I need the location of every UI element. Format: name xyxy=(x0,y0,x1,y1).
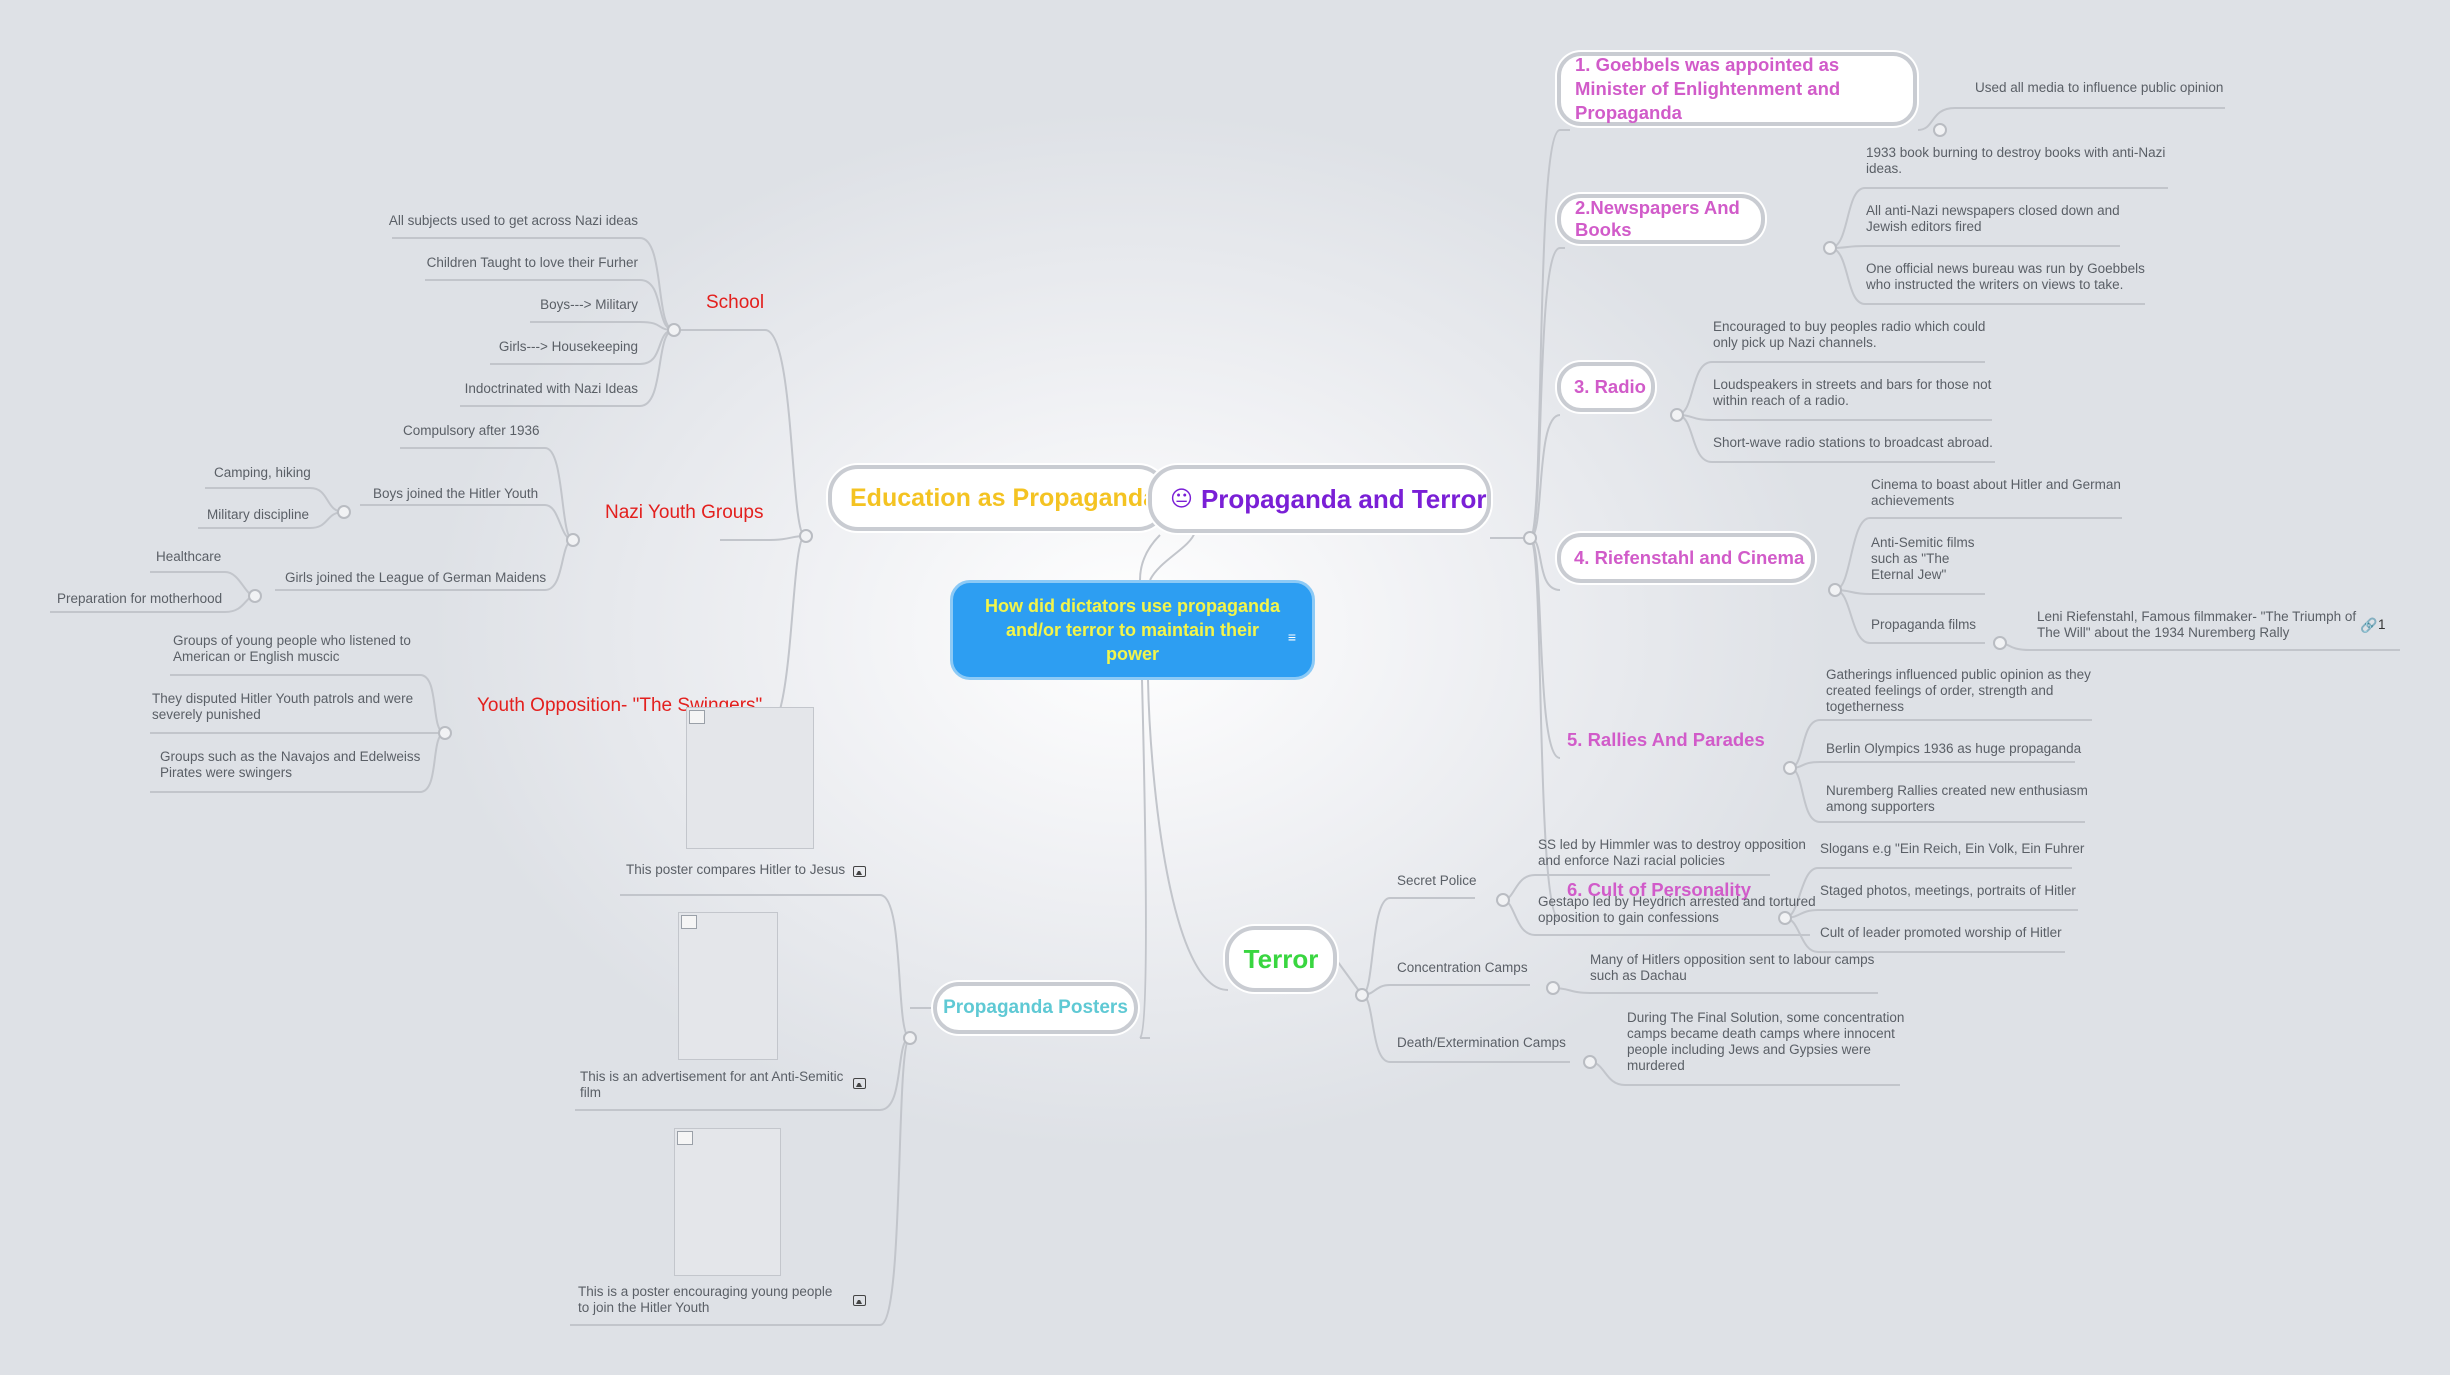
list-item[interactable]: Gestapo led by Heydrich arrested and tor… xyxy=(1538,894,1816,925)
topic-school[interactable]: School xyxy=(706,292,765,313)
image-icon[interactable] xyxy=(853,1295,866,1306)
list-item[interactable]: 1933 book burning to destroy books with … xyxy=(1866,145,2166,176)
list-item[interactable]: Military discipline xyxy=(207,507,310,522)
poster-caption[interactable]: This poster compares Hitler to Jesus xyxy=(626,862,846,877)
link-icon[interactable]: 🔗 xyxy=(2360,617,2378,633)
list-item[interactable]: Propaganda films xyxy=(1871,617,1977,632)
list-item[interactable]: Preparation for motherhood xyxy=(57,591,223,606)
topic-radio-label: 3. Radio xyxy=(1574,376,1646,397)
list-item[interactable]: Girls---> Housekeeping xyxy=(498,339,638,354)
list-item[interactable]: Cinema to boast about Hitler and German … xyxy=(1871,477,2121,508)
list-item[interactable]: Groups of young people who listened to A… xyxy=(173,633,411,664)
list-item[interactable]: Cult of leader promoted worship of Hitle… xyxy=(1820,925,2062,940)
node-education[interactable]: Education as Propaganda xyxy=(828,465,1168,531)
list-item[interactable]: All anti-Nazi newspapers closed down and… xyxy=(1866,203,2120,234)
list-item[interactable]: Many of Hitlers opposition sent to labou… xyxy=(1590,952,1875,983)
list-item[interactable]: During The Final Solution, some concentr… xyxy=(1627,1010,1905,1073)
poster-caption[interactable]: This is a poster encouraging young peopl… xyxy=(578,1284,833,1315)
node-propaganda-label: Propaganda and Terror xyxy=(1200,483,1487,514)
poster-image[interactable] xyxy=(686,707,814,849)
list-item[interactable]: They disputed Hitler Youth patrols and w… xyxy=(152,691,414,722)
node-terror[interactable]: Terror xyxy=(1225,926,1337,992)
link-count: 1 xyxy=(2378,617,2386,632)
node-propaganda[interactable]: 😐 Propaganda and Terror xyxy=(1148,465,1491,533)
note-icon[interactable]: ≡ xyxy=(1287,629,1296,645)
topic-radio[interactable]: 3. Radio xyxy=(1557,362,1655,412)
list-item[interactable]: Camping, hiking xyxy=(214,465,311,480)
list-item[interactable]: Loudspeakers in streets and bars for tho… xyxy=(1713,377,1992,408)
list-item[interactable]: Gatherings influenced public opinion as … xyxy=(1826,667,2091,714)
list-item[interactable]: Boys---> Military xyxy=(540,297,638,312)
list-item[interactable]: Encouraged to buy peoples radio which co… xyxy=(1713,319,1986,350)
list-item[interactable]: Leni Riefenstahl, Famous filmmaker- "The… xyxy=(2037,609,2357,640)
central-topic-title: How did dictators use propaganda and/or … xyxy=(984,596,1281,664)
topic-goebbels[interactable]: 1. Goebbels was appointed as Minister of… xyxy=(1557,52,1917,126)
topic-newspapers[interactable]: 2.Newspapers And Books xyxy=(1557,194,1765,244)
central-topic[interactable]: How did dictators use propaganda and/or … xyxy=(950,580,1315,680)
topic-riefenstahl[interactable]: 4. Riefenstahl and Cinema xyxy=(1557,533,1815,583)
list-item[interactable]: One official news bureau was run by Goeb… xyxy=(1866,261,2145,292)
list-item[interactable]: All subjects used to get across Nazi ide… xyxy=(388,213,638,228)
list-item[interactable]: Slogans e.g "Ein Reich, Ein Volk, Ein Fu… xyxy=(1820,841,2085,856)
node-education-label: Education as Propaganda xyxy=(850,483,1158,512)
list-item[interactable]: Staged photos, meetings, portraits of Hi… xyxy=(1820,883,2076,898)
list-item[interactable]: Indoctrinated with Nazi Ideas xyxy=(464,381,638,396)
poster-caption[interactable]: This is an advertisement for ant Anti-Se… xyxy=(580,1069,844,1100)
poster-image[interactable] xyxy=(674,1128,781,1276)
node-terror-label: Terror xyxy=(1243,943,1319,974)
node-posters[interactable]: Propaganda Posters xyxy=(933,982,1138,1034)
node-posters-label: Propaganda Posters xyxy=(943,997,1128,1018)
list-item[interactable]: Anti-Semitic films such as "The Eternal … xyxy=(1871,535,1975,582)
topic-youth-groups[interactable]: Nazi Youth Groups xyxy=(605,502,764,523)
list-item[interactable]: Used all media to influence public opini… xyxy=(1975,80,2224,95)
list-item[interactable]: Nuremberg Rallies created new enthusiasm… xyxy=(1826,783,2088,814)
topic-rallies[interactable]: 5. Rallies And Parades xyxy=(1567,729,1765,750)
topic-newspapers-label: 2.Newspapers And Books xyxy=(1575,197,1740,240)
list-item[interactable]: Berlin Olympics 1936 as huge propaganda xyxy=(1826,741,2082,756)
topic-goebbels-label: 1. Goebbels was appointed as Minister of… xyxy=(1575,54,1841,123)
image-icon[interactable] xyxy=(853,1078,866,1089)
list-item[interactable]: Girls joined the League of German Maiden… xyxy=(285,570,547,585)
topic-death-camps[interactable]: Death/Extermination Camps xyxy=(1397,1035,1566,1050)
image-icon[interactable] xyxy=(853,866,866,877)
topic-riefenstahl-label: 4. Riefenstahl and Cinema xyxy=(1574,547,1805,568)
list-item[interactable]: Compulsory after 1936 xyxy=(403,423,540,438)
topic-concentration-camps[interactable]: Concentration Camps xyxy=(1397,960,1528,975)
list-item[interactable]: SS led by Himmler was to destroy opposit… xyxy=(1538,837,1806,868)
topic-secret-police[interactable]: Secret Police xyxy=(1397,873,1477,888)
list-item[interactable]: Boys joined the Hitler Youth xyxy=(373,486,539,501)
poster-image[interactable] xyxy=(678,912,778,1060)
topic-cult[interactable]: 6. Cult of Personality xyxy=(1567,879,1752,900)
list-item[interactable]: Children Taught to love their Furher xyxy=(426,255,638,270)
list-item[interactable]: Healthcare xyxy=(156,549,222,564)
list-item[interactable]: Groups such as the Navajos and Edelweiss… xyxy=(160,749,421,780)
list-item[interactable]: Short-wave radio stations to broadcast a… xyxy=(1713,435,1993,450)
face-emoji-icon: 😐 xyxy=(1170,486,1193,511)
